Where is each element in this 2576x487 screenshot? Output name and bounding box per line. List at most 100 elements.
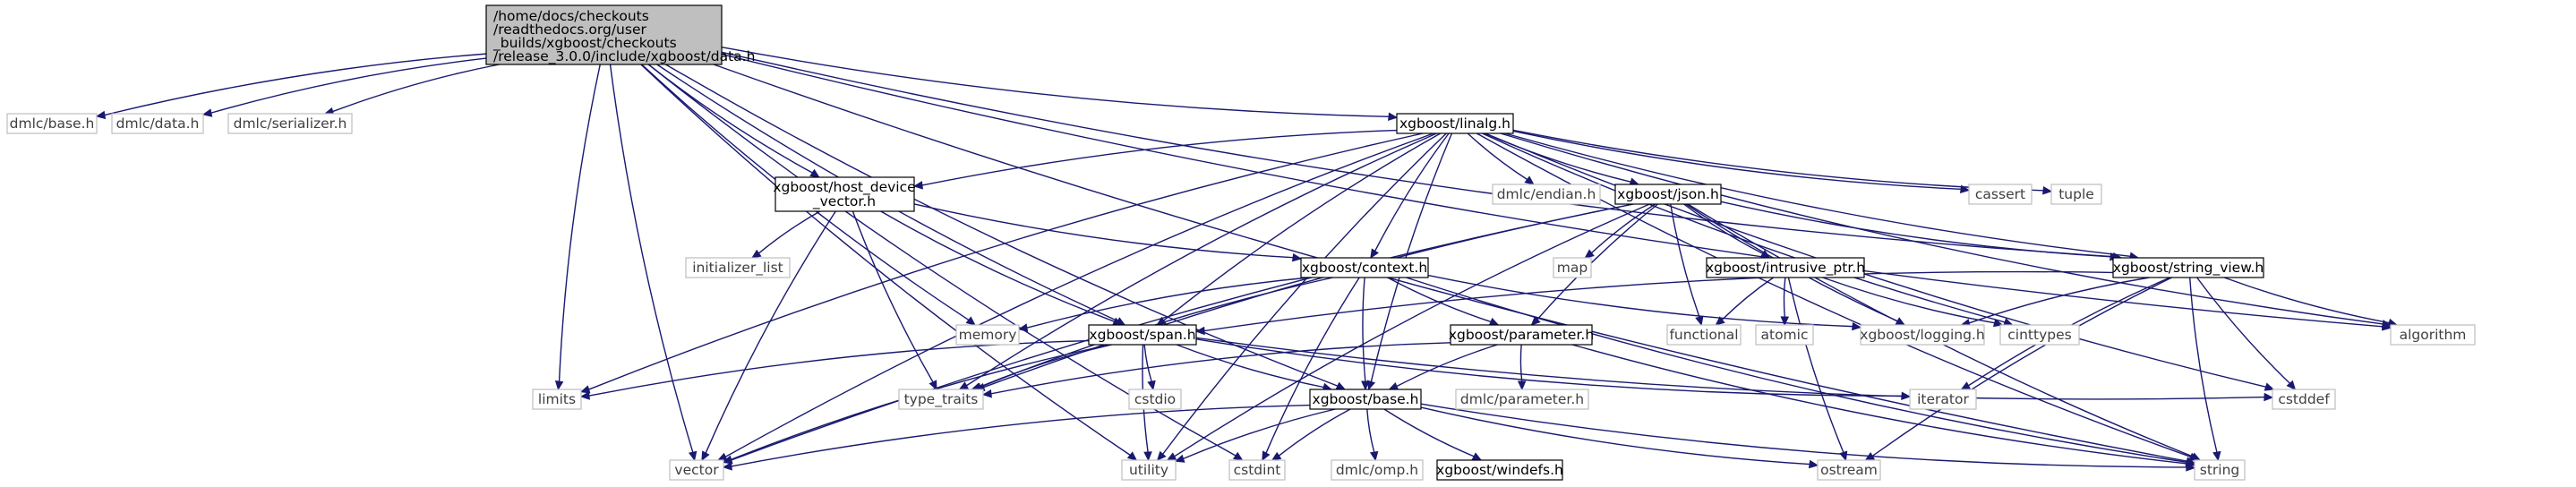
node-xgboost-string-view[interactable]: xgboost/string_view.h [2112,257,2264,278]
edge-linalg-to-context [1374,132,1450,252]
node-dmlc-omp[interactable]: dmlc/omp.h [1331,459,1424,481]
node-utility[interactable]: utility [1121,459,1177,481]
edge-json-to-map [1591,203,1656,254]
node-xgboost-context[interactable]: xgboost/context.h [1300,257,1429,278]
edge-arrowhead [2186,463,2196,472]
svg-text:cassert: cassert [1975,186,2025,202]
node-cstdint[interactable]: cstdint [1228,459,1286,481]
edge-arrowhead [1517,380,1527,391]
node-cstdio[interactable]: cstdio [1128,389,1182,410]
edge-linalg-to-algorithm [1500,132,2383,325]
edge-arrowhead [2264,382,2275,391]
root-label-line-1: /home/docs/checkouts [493,8,649,24]
edge-arrowhead [1369,450,1379,462]
node-iterator[interactable]: iterator [1909,389,1977,410]
node-xgboost-intrusive-ptr[interactable]: xgboost/intrusive_ptr.h [1706,257,1865,278]
edge-arrowhead [1361,380,1370,391]
graph-edges [95,47,2399,472]
svg-text:algorithm: algorithm [2400,327,2467,343]
edge-linalg-to-utility [1162,132,1447,455]
svg-text:iterator: iterator [1917,391,1969,407]
edge-arrowhead [1780,316,1790,327]
edge-arrowhead [1232,451,1244,461]
node-xgboost-span[interactable]: xgboost/span.h [1088,324,1197,346]
edge-json-to-type_traits [983,203,1634,389]
edge-root-to-string [713,64,2187,462]
edge-arrowhead [201,108,213,117]
edge-arrowhead [1262,450,1271,462]
edge-arrowhead [1366,380,1376,391]
node-dmlc-parameter[interactable]: dmlc/parameter.h [1455,389,1589,410]
node-dmlc-base[interactable]: dmlc/base.h [6,113,98,134]
edge-arrowhead [1839,450,1848,462]
svg-text:xgboost/json.h: xgboost/json.h [1617,186,1719,202]
edge-arrowhead [1147,380,1156,391]
edge-arrowhead [689,450,697,462]
edge-arrowhead [1291,252,1303,262]
edge-arrowhead [1370,248,1379,260]
svg-text:dmlc/base.h: dmlc/base.h [10,115,95,132]
node-limits[interactable]: limits [532,389,582,410]
root-label-line-4: /release_3.0.0/include/xgboost/data.h [493,48,755,65]
node-atomic[interactable]: atomic [1755,324,1814,346]
node-xgboost-logging[interactable]: xgboost/logging.h [1860,324,1985,346]
edge-arrowhead [2286,380,2297,390]
edge-base-to-string [1420,403,2187,468]
node-vector[interactable]: vector [669,459,724,481]
root-label-line-3: _builds/xgboost/checkouts [492,35,677,52]
edge-arrowhead [1524,175,1535,185]
edge-json-to-utility [1174,203,1650,457]
node-type-traits[interactable]: type_traits [898,389,984,410]
node-initializer-list[interactable]: initializer_list [685,257,791,278]
edge-arrowhead [1715,316,1725,326]
edge-json-to-string_view [1720,201,2111,258]
root-node-data-h[interactable]: /home/docs/checkouts /readthedocs.org/us… [485,4,755,65]
node-string[interactable]: string [2194,459,2246,481]
edge-arrowhead [1194,326,1205,336]
edge-json-to-functional [1670,203,1700,318]
node-xgboost-parameter[interactable]: xgboost/parameter.h [1449,324,1594,346]
svg-text:string: string [2200,462,2240,478]
node-dmlc-data[interactable]: dmlc/data.h [111,113,204,134]
node-xgboost-base[interactable]: xgboost/base.h [1309,389,1422,410]
node-cstddef[interactable]: cstddef [2272,389,2336,410]
edge-intrusive_ptr-to-functional [1721,277,1775,320]
node-memory[interactable]: memory [955,324,1020,346]
svg-text:ostream: ostream [1820,462,1878,478]
node-xgboost-windefs[interactable]: xgboost/windefs.h [1436,459,1563,481]
node-dmlc-endian[interactable]: dmlc/endian.h [1492,184,1601,205]
edge-arrowhead [1960,381,1972,390]
node-xgboost-linalg[interactable]: xgboost/linalg.h [1396,113,1514,134]
edge-string_view-to-logging [1969,277,2150,324]
svg-text:xgboost/host_device: xgboost/host_device [773,179,915,196]
node-functional[interactable]: functional [1666,324,1742,346]
node-ostream[interactable]: ostream [1817,459,1881,481]
edge-string_view-to-ostream [1871,277,2172,457]
edge-arrowhead [1143,451,1152,462]
edge-base-to-utility [1183,408,1336,460]
svg-text:initializer_list: initializer_list [692,260,783,277]
edge-arrowhead [1471,452,1483,461]
edge-root-to-host_device_vector [647,64,813,174]
edge-linalg-to-cstddef [1485,132,2266,388]
node-cassert[interactable]: cassert [1968,184,2033,205]
node-tuple[interactable]: tuple [2050,184,2102,205]
node-xgboost-json[interactable]: xgboost/json.h [1614,184,1722,205]
edge-string_view-to-string [2189,277,2218,453]
node-algorithm[interactable]: algorithm [2390,324,2476,346]
edge-root-to-base [665,64,1339,387]
edge-arrowhead [1388,112,1399,121]
edge-linalg-to-dmlc_endian [1467,132,1528,181]
edge-root-to-utility [640,64,1131,456]
edge-arrowhead [929,380,937,391]
svg-text:cstdio: cstdio [1134,391,1176,407]
node-cinttypes[interactable]: cinttypes [1999,324,2080,346]
edge-arrowhead [809,168,820,178]
svg-text:cstddef: cstddef [2278,391,2330,407]
svg-text:xgboost/intrusive_ptr.h: xgboost/intrusive_ptr.h [1706,260,1865,277]
edge-json-to-parameter [1536,203,1658,320]
node-xgboost-host-device-vector[interactable]: xgboost/host_device _vector.h [773,176,916,212]
node-dmlc-serializer[interactable]: dmlc/serializer.h [227,113,353,134]
node-map[interactable]: map [1553,257,1592,278]
